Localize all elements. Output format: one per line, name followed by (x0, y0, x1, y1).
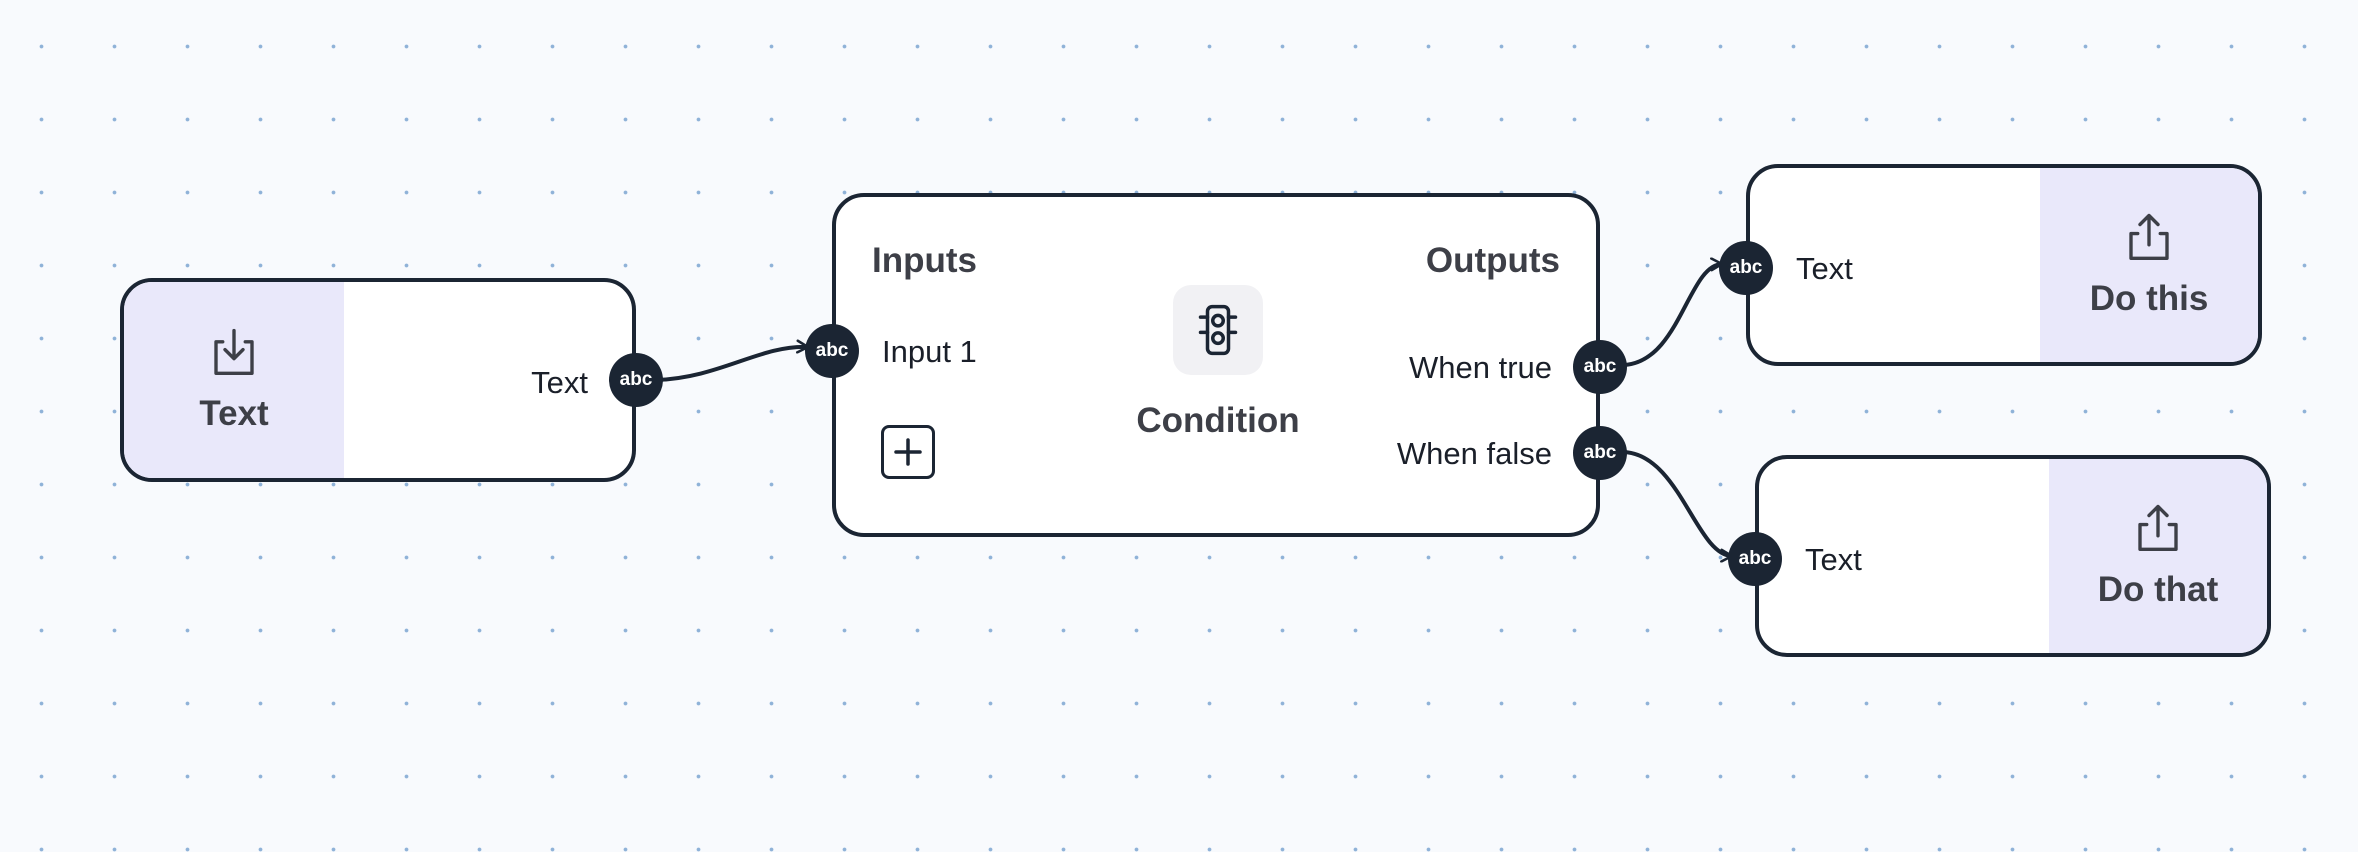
do-this-panel: Do this (2040, 168, 2258, 362)
condition-icon-tile (1173, 285, 1263, 375)
do-that-node[interactable]: abc Text Do that (1728, 455, 2271, 657)
edge-true-to-do-this (1623, 264, 1722, 367)
do-that-port-label: Text (1805, 542, 1862, 577)
condition-title: Condition (1136, 401, 1300, 440)
export-icon (2138, 504, 2178, 551)
when-false-port[interactable]: abc (1573, 426, 1627, 480)
text-input-panel: Text (124, 282, 344, 478)
when-true-label: When true (1408, 350, 1552, 385)
input1-label: Input 1 (882, 334, 977, 369)
do-this-label: Do this (2089, 279, 2209, 318)
do-that-input-port[interactable]: abc (1728, 532, 1782, 586)
text-input-label: Text (199, 394, 269, 433)
do-this-input-port[interactable]: abc (1719, 241, 1773, 295)
do-that-panel: Do that (2049, 459, 2267, 653)
export-icon (2129, 213, 2169, 260)
condition-node[interactable]: Inputs Outputs abc Input 1 Condition Whe… (805, 193, 1627, 537)
when-true-port[interactable]: abc (1573, 340, 1627, 394)
do-that-label: Do that (2097, 570, 2219, 609)
edge-false-to-do-that (1623, 450, 1732, 556)
when-false-label: When false (1396, 436, 1552, 471)
plus-square-icon (894, 438, 922, 466)
traffic-light-icon (1198, 304, 1238, 356)
text-output-port[interactable]: abc (609, 353, 663, 407)
text-output-port-label: Text (531, 365, 588, 400)
outputs-heading: Outputs (1425, 241, 1560, 280)
do-this-node[interactable]: abc Text Do this (1719, 164, 2262, 366)
import-icon (214, 328, 254, 375)
inputs-heading: Inputs (872, 241, 977, 280)
do-this-port-label: Text (1796, 251, 1853, 286)
input1-port[interactable]: abc (805, 324, 859, 378)
edge-text-to-input1 (655, 347, 808, 382)
text-input-node[interactable]: Text Text abc (120, 278, 663, 482)
add-input-button[interactable] (881, 425, 935, 479)
